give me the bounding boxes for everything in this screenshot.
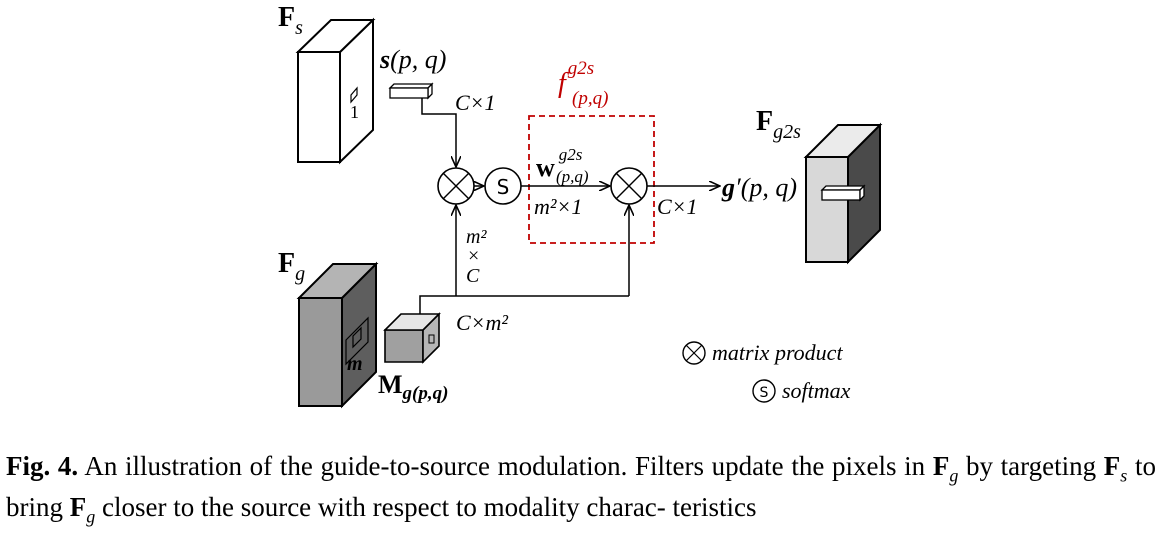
mg-top-face — [383, 313, 441, 331]
legend-multiply-icon — [682, 341, 706, 365]
fs-feature-map: 1 — [295, 17, 376, 165]
fg2s-label: Fg2s — [756, 106, 801, 143]
f-g2s-dashed-box — [528, 115, 655, 244]
fs-pixel-marker — [350, 86, 358, 104]
svg-text:S: S — [497, 175, 510, 199]
s-vector — [388, 82, 434, 100]
fs-front-face — [297, 51, 341, 163]
c-x-m2-label: C×m² — [456, 310, 508, 335]
caption-run: by targeting — [958, 451, 1104, 481]
svg-text:S: S — [760, 385, 769, 401]
caption-body: An illustration of the guide-to-source m… — [6, 451, 1156, 527]
figure-caption: Fig. 4. An illustration of the guide-to-… — [6, 450, 1156, 533]
m2-vertical-label-1: m² — [466, 226, 487, 248]
mg-label: Mg(p,q) — [378, 370, 448, 404]
fs-label: Fs — [278, 2, 303, 39]
c-x-1-top-label: C×1 — [455, 90, 496, 115]
caption-run: g — [949, 465, 959, 486]
m2-vertical-label-3: C — [466, 265, 480, 287]
mg-patch — [383, 312, 441, 364]
s-to-multiply-arrow — [421, 98, 456, 167]
caption-run: g — [86, 506, 96, 527]
fg-label: Fg — [278, 248, 305, 285]
s-pq-label: s(p, q) — [379, 45, 446, 74]
caption-run: F — [69, 492, 87, 523]
g-prime-label: g′(p, q) — [721, 173, 797, 202]
legend-matrix-product-label: matrix product — [712, 340, 843, 365]
caption-run: closer to the source with respect to mod… — [95, 492, 757, 523]
fs-one-label: 1 — [350, 102, 359, 122]
caption-run: F — [932, 451, 950, 481]
caption-run: s — [1120, 465, 1128, 486]
fg-window-outer — [345, 316, 369, 366]
softmax-op: S — [484, 167, 522, 205]
fg2s-top-face — [803, 124, 883, 158]
legend-softmax-label: softmax — [782, 378, 851, 403]
m2-vertical-label-2: × — [468, 245, 479, 267]
fg-m-label: m — [347, 353, 363, 375]
fg2s-front-face — [805, 156, 849, 263]
fg-top-face — [296, 263, 379, 299]
mg-wire — [419, 295, 629, 314]
multiply-op-1 — [437, 167, 475, 205]
legend-matrix-product: matrix product — [682, 340, 843, 365]
fg2s-feature-map — [803, 122, 883, 265]
caption-run: to bring — [6, 451, 1156, 523]
fs-top-face — [295, 19, 376, 53]
m2-x-1-label: m²×1 — [534, 194, 582, 219]
caption-run: An illustration of the guide-to-source m… — [78, 451, 933, 481]
fg-front-face — [298, 297, 343, 407]
legend-softmax: S softmax — [752, 378, 851, 403]
legend-softmax-icon: S — [752, 379, 776, 403]
mg-front-face — [384, 329, 424, 363]
caption-label: Fig. 4. — [6, 451, 79, 481]
fg-window-inner — [352, 326, 362, 349]
fg-feature-map: m — [296, 261, 379, 409]
caption-run: F — [1103, 451, 1121, 481]
multiply-op-2 — [610, 167, 648, 205]
c-x-1-right-label: C×1 — [657, 194, 698, 219]
